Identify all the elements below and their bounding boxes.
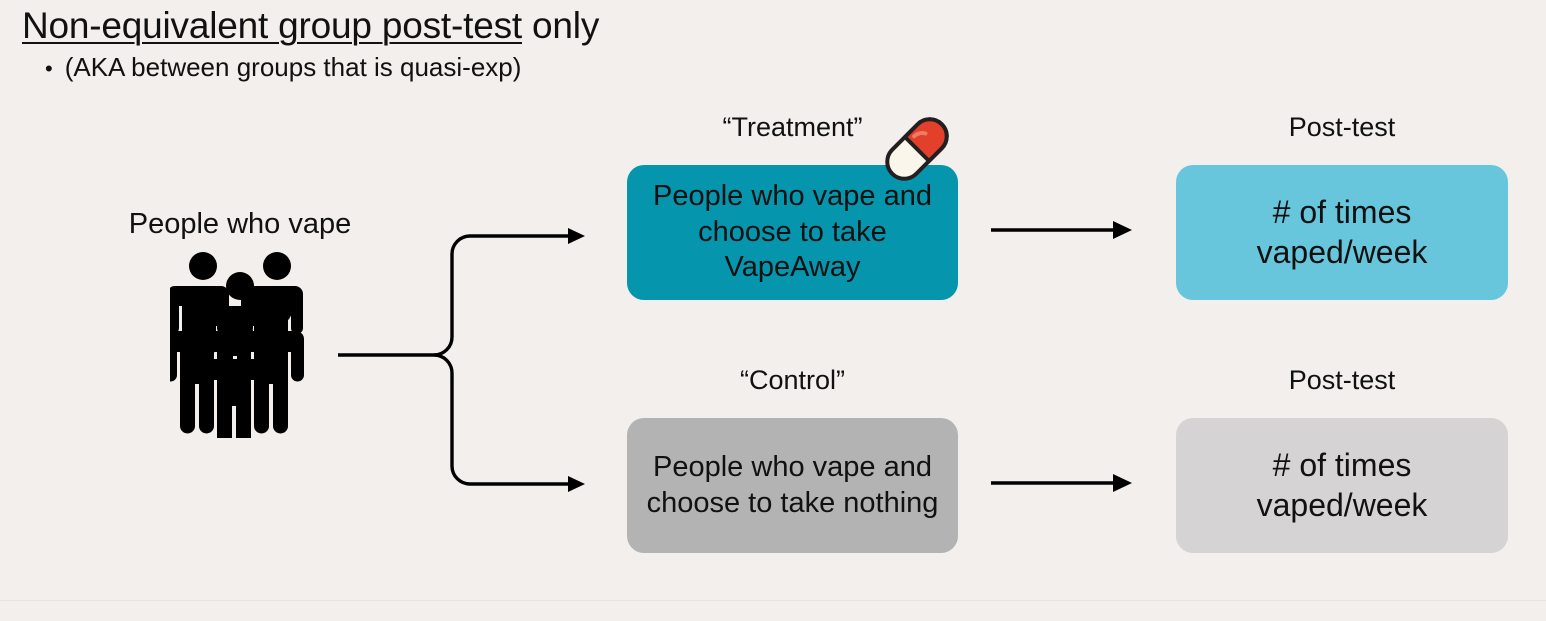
bullet-text: (AKA between groups that is quasi-exp) — [64, 52, 522, 82]
posttest-caption-control: Post-test — [1288, 365, 1396, 395]
right-arrow-icon-top — [985, 205, 1140, 255]
page-title-underlined: Non-equivalent group post-test — [22, 5, 522, 46]
population-label: People who vape — [128, 208, 352, 240]
treatment-box: People who vape and choose to take VapeA… — [627, 165, 958, 300]
treatment-caption: “Treatment” — [722, 112, 863, 142]
pill-capsule-icon — [878, 110, 956, 188]
posttest-box-control: # of times vaped/week — [1176, 418, 1508, 553]
right-arrow-icon-bottom — [985, 458, 1140, 508]
posttest-box-treatment-text: # of times vaped/week — [1256, 193, 1428, 270]
treatment-box-text: People who vape and choose to take VapeA… — [653, 179, 932, 284]
page-title-tail: only — [521, 5, 600, 46]
page-title: Non-equivalent group post-test only — [22, 5, 599, 47]
control-caption: “Control” — [739, 365, 846, 395]
control-box: People who vape and choose to take nothi… — [627, 418, 958, 553]
posttest-box-treatment: # of times vaped/week — [1176, 165, 1508, 300]
posttest-box-control-text: # of times vaped/week — [1256, 446, 1428, 523]
bullet-marker-icon: • — [45, 56, 53, 81]
bottom-divider — [0, 600, 1546, 601]
group-of-people-icon — [164, 248, 310, 446]
control-box-text: People who vape and choose to take nothi… — [646, 450, 939, 519]
branch-arrow-icon — [330, 210, 600, 510]
subtitle-bullet: • (AKA between groups that is quasi-exp) — [45, 52, 521, 83]
posttest-caption-treatment: Post-test — [1288, 112, 1396, 142]
